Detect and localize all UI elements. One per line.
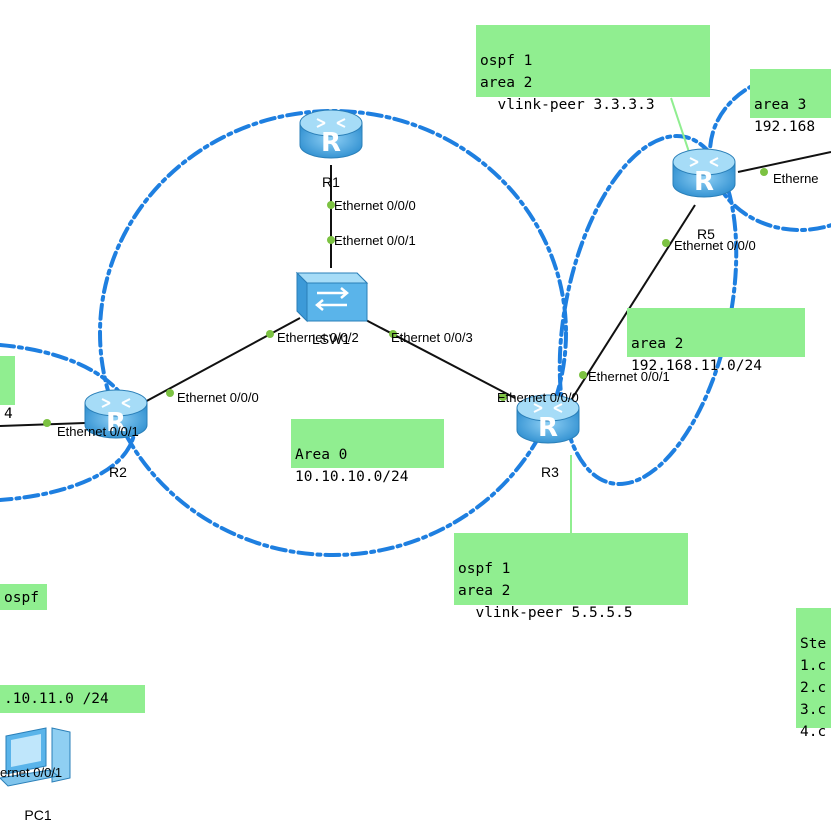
- port-dot: [327, 201, 335, 209]
- note-line: vlink-peer 5.5.5.5: [458, 605, 633, 621]
- port-label-r3-e001: Ethernet 0/0/1: [588, 369, 670, 384]
- device-label-r1: R1: [322, 174, 340, 190]
- port-label-r2-e000: Ethernet 0/0/0: [177, 390, 259, 405]
- link-lsw1-r3[interactable]: [361, 317, 516, 399]
- port-labels: Ethernet 0/0/0 Ethernet 0/0/1 Ethernet 0…: [0, 171, 819, 780]
- note-line: .10.11.0 /24: [4, 691, 109, 707]
- note-line: ospf 1: [480, 53, 533, 69]
- device-label-r5: R5: [697, 226, 715, 242]
- port-dots: [43, 168, 768, 427]
- router-r5[interactable]: R R5: [672, 148, 736, 242]
- device-label-r3: R3: [541, 464, 559, 480]
- note-line: 192.168.11.0/24: [631, 358, 762, 374]
- note-line: 4: [4, 406, 13, 422]
- pc-icon: [0, 727, 71, 787]
- port-dot: [389, 330, 397, 338]
- note-line: vlink-peer 3.3.3.3: [480, 97, 655, 113]
- port-dot: [43, 419, 51, 427]
- pc-pc1[interactable]: PC1: [0, 727, 71, 823]
- callout-line-r5: [670, 97, 691, 156]
- note-r5-ospf-config: ospf 1 area 2 vlink-peer 3.3.3.3: [476, 25, 710, 113]
- note-line: Ste: [800, 636, 827, 652]
- router-r2[interactable]: R R2: [84, 389, 148, 480]
- note-line: 192.168: [754, 119, 816, 135]
- router-r1[interactable]: R R1: [299, 109, 363, 190]
- port-label-r5-e000: Ethernet 0/0/0: [674, 238, 756, 253]
- note-steps: Ste 1.c 2.c 3.c 4.c: [796, 608, 831, 740]
- port-dot: [662, 239, 670, 247]
- link-r3-r5[interactable]: [567, 204, 696, 406]
- port-label-r2-e001: Ethernet 0/0/1: [57, 424, 139, 439]
- note-line: area 2: [480, 75, 533, 91]
- note-line: ospf: [4, 590, 39, 606]
- note-line: ospf 1: [458, 561, 511, 577]
- switch-lsw1[interactable]: LSW1: [295, 271, 369, 347]
- device-label-lsw1: LSW1: [312, 331, 350, 347]
- port-label-r3-e000: Ethernet 0/0/0: [497, 390, 579, 405]
- note-line: area 3: [754, 97, 807, 113]
- router-glyph: R: [321, 128, 341, 158]
- port-label-pc1: ernet 0/0/1: [0, 765, 62, 780]
- note-left-ospf: ospf: [0, 584, 47, 610]
- port-dot: [499, 393, 507, 401]
- note-line: 3.c: [800, 702, 827, 718]
- port-dot: [760, 168, 768, 176]
- port-dot: [266, 330, 274, 338]
- port-label-lsw1-e002: Ethernet 0/0/2: [277, 330, 359, 345]
- link-r2-left[interactable]: [0, 422, 86, 427]
- note-left-subnet: .10.11.0 /24: [0, 685, 145, 713]
- router-glyph: R: [694, 167, 714, 197]
- port-dot: [327, 236, 335, 244]
- note-r3-ospf-config: ospf 1 area 2 vlink-peer 5.5.5.5: [454, 533, 688, 621]
- note-line: 2.c: [800, 680, 827, 696]
- router-r3[interactable]: R R3: [516, 394, 580, 480]
- note-line: 1.c: [800, 658, 827, 674]
- port-label-lsw1-e003: Ethernet 0/0/3: [391, 330, 473, 345]
- note-line: Area 0: [295, 447, 348, 463]
- device-label-pc1: PC1: [24, 807, 51, 823]
- note-area0: Area 0 10.10.10.0/24: [291, 419, 444, 485]
- router-glyph: R: [106, 408, 126, 438]
- note-line: area 2: [458, 583, 511, 599]
- port-label-lsw1-e001: Ethernet 0/0/1: [334, 233, 416, 248]
- note-line: 10.10.10.0/24: [295, 469, 409, 485]
- port-label-r5-right: Etherne: [773, 171, 819, 186]
- port-label-r1-e000: Ethernet 0/0/0: [334, 198, 416, 213]
- note-area2: area 2 192.168.11.0/24: [627, 308, 805, 374]
- note-line: area 2: [631, 336, 684, 352]
- callout-lines: [570, 97, 691, 533]
- router-glyph: R: [538, 413, 558, 443]
- note-line: 4.c: [800, 724, 827, 740]
- switch-icon: [295, 271, 369, 323]
- port-dot: [579, 371, 587, 379]
- note-area3: area 3 192.168: [750, 69, 831, 135]
- note-left-upper: 4: [0, 356, 15, 422]
- device-label-r2: R2: [109, 464, 127, 480]
- port-dot: [166, 389, 174, 397]
- link-r5-right[interactable]: [737, 151, 831, 173]
